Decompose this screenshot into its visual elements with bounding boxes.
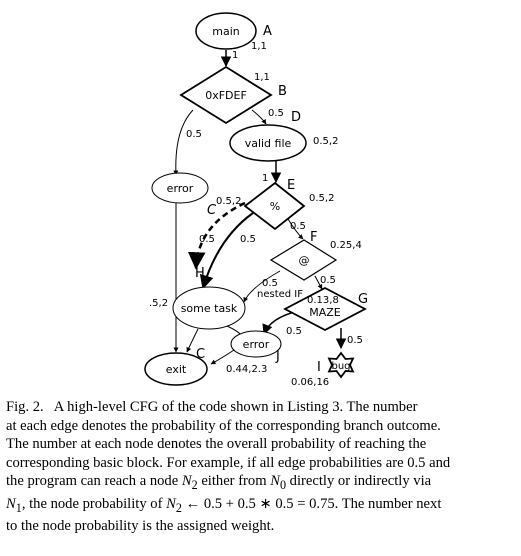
prob-oxfdef: 1,1 bbox=[254, 72, 270, 83]
node-error-bottom bbox=[230, 330, 282, 358]
node-main-label: main bbox=[212, 25, 240, 38]
math-n2: N bbox=[181, 473, 192, 490]
node-main bbox=[195, 12, 257, 50]
node-letter-j: J bbox=[275, 349, 280, 364]
edge-oxfdef-error bbox=[173, 109, 194, 176]
node-letter-e: E bbox=[287, 178, 295, 193]
node-some-task-label: some task bbox=[181, 302, 238, 315]
node-percent-label: % bbox=[270, 200, 280, 213]
prob-error-bottom: 0.44,2.3 bbox=[226, 364, 267, 375]
edge-percent-some-task bbox=[199, 212, 254, 290]
node-error-left-label: error bbox=[167, 182, 194, 195]
node-at bbox=[269, 239, 338, 281]
edge-label-percent-dashed: 0.5 bbox=[199, 234, 215, 245]
edge-label-valid-percent: 1 bbox=[262, 173, 268, 184]
node-error-left bbox=[151, 172, 209, 204]
node-letter-f: F bbox=[310, 230, 317, 245]
node-letter-b: B bbox=[278, 84, 287, 99]
caption-text-5b: either from bbox=[197, 473, 271, 490]
caption-line-4: corresponding basic block. For example, … bbox=[6, 454, 451, 471]
node-valid-file bbox=[229, 124, 307, 162]
edge-error-bottom-exit bbox=[210, 349, 235, 365]
prob-valid-file: 0.5,2 bbox=[313, 136, 338, 147]
prob-some-task: .5,2 bbox=[149, 298, 168, 309]
node-maze bbox=[283, 286, 367, 332]
math-n0: N bbox=[270, 473, 280, 490]
node-some-task bbox=[172, 286, 246, 330]
edge-at-some-task bbox=[243, 270, 281, 303]
edge-label-maze-error: 0.5 bbox=[286, 326, 302, 337]
edge-label-oxfdef-valid: 0.5 bbox=[268, 108, 284, 119]
edge-label-maze-bug: 0.5 bbox=[347, 335, 363, 346]
nested-if-annotation: nested IF bbox=[257, 289, 303, 300]
math-n0-sub: 0 bbox=[279, 478, 287, 493]
caption-line-7: to the node probability is the assigned … bbox=[6, 518, 275, 535]
node-letter-c-bottom: C bbox=[196, 347, 205, 362]
caption-line-6: N1, the node probability of N2 ← 0.5 + 0… bbox=[6, 495, 510, 518]
math-n1: N bbox=[6, 495, 16, 512]
caption-line-2: at each edge denotes the probability of … bbox=[6, 417, 441, 434]
edge-label-percent-at: 0.5 bbox=[290, 221, 306, 232]
node-letter-i: I bbox=[317, 360, 321, 375]
node-bug-label: bug bbox=[331, 361, 350, 372]
edge-percent-at bbox=[287, 218, 304, 240]
prob-maze: 0.13,8 bbox=[307, 295, 339, 306]
caption-line-3: The number at each node denotes the over… bbox=[6, 436, 427, 453]
caption-text-5a: the program can reach a node bbox=[6, 473, 182, 490]
math-n2-b: N bbox=[166, 495, 176, 512]
node-error-bottom-label: error bbox=[243, 338, 270, 351]
prob-at: 0.25,4 bbox=[330, 240, 362, 251]
caption-line-1: A high-level CFG of the code shown in Li… bbox=[53, 399, 418, 415]
node-letter-d: D bbox=[291, 110, 301, 125]
node-oxfdef-label: 0xFDEF bbox=[205, 89, 247, 102]
cfg-diagram: main 0xFDEF valid file % error @ MAZE so… bbox=[144, 12, 368, 388]
edge-label-main-oxfdef: 1 bbox=[232, 50, 238, 61]
edge-label-at-task: 0.5 bbox=[262, 278, 278, 289]
prob-percent-left: 0.5,2 bbox=[216, 196, 241, 207]
edge-oxfdef-valid bbox=[251, 109, 267, 125]
caption-label: Fig. 2. bbox=[6, 399, 44, 415]
node-letter-a: A bbox=[263, 24, 272, 39]
prob-main: 1,1 bbox=[251, 41, 267, 52]
edge-label-percent-task: 0.5 bbox=[240, 234, 256, 245]
edge-label-oxfdef-error: 0.5 bbox=[186, 129, 202, 140]
caption-line-5: the program can reach a node N2 either f… bbox=[6, 472, 510, 495]
node-bug bbox=[327, 351, 355, 379]
node-oxfdef bbox=[179, 65, 273, 125]
edge-at-maze bbox=[314, 275, 323, 290]
prob-bug: 0.06,16 bbox=[291, 377, 329, 388]
edge-percent-dashed bbox=[187, 201, 246, 270]
node-letter-h: H bbox=[195, 266, 205, 281]
math-n2-b-sub: 2 bbox=[175, 500, 182, 515]
caption-text-6a: , the node probability of bbox=[21, 495, 167, 512]
node-letter-c-top: C bbox=[207, 203, 217, 218]
node-percent bbox=[243, 181, 306, 231]
caption-text-5c: directly or indirectly via bbox=[286, 473, 432, 490]
edge-some-task-exit bbox=[186, 328, 199, 353]
node-valid-file-label: valid file bbox=[245, 137, 292, 150]
math-n2-sub: 2 bbox=[191, 478, 198, 493]
prob-percent: 0.5,2 bbox=[309, 193, 334, 204]
edge-label-at-maze: 0.5 bbox=[320, 275, 336, 286]
node-exit bbox=[144, 352, 208, 386]
node-at-label: @ bbox=[299, 254, 310, 267]
node-exit-label: exit bbox=[166, 363, 187, 376]
caption-text-6b: ← 0.5 + 0.5 ∗ 0.5 = 0.75. The number nex… bbox=[181, 495, 442, 512]
node-maze-label: MAZE bbox=[309, 306, 341, 319]
math-n1-sub: 1 bbox=[15, 500, 22, 515]
figure-caption: Fig. 2. A high-level CFG of the code show… bbox=[6, 398, 510, 536]
node-letter-g: G bbox=[358, 292, 368, 307]
